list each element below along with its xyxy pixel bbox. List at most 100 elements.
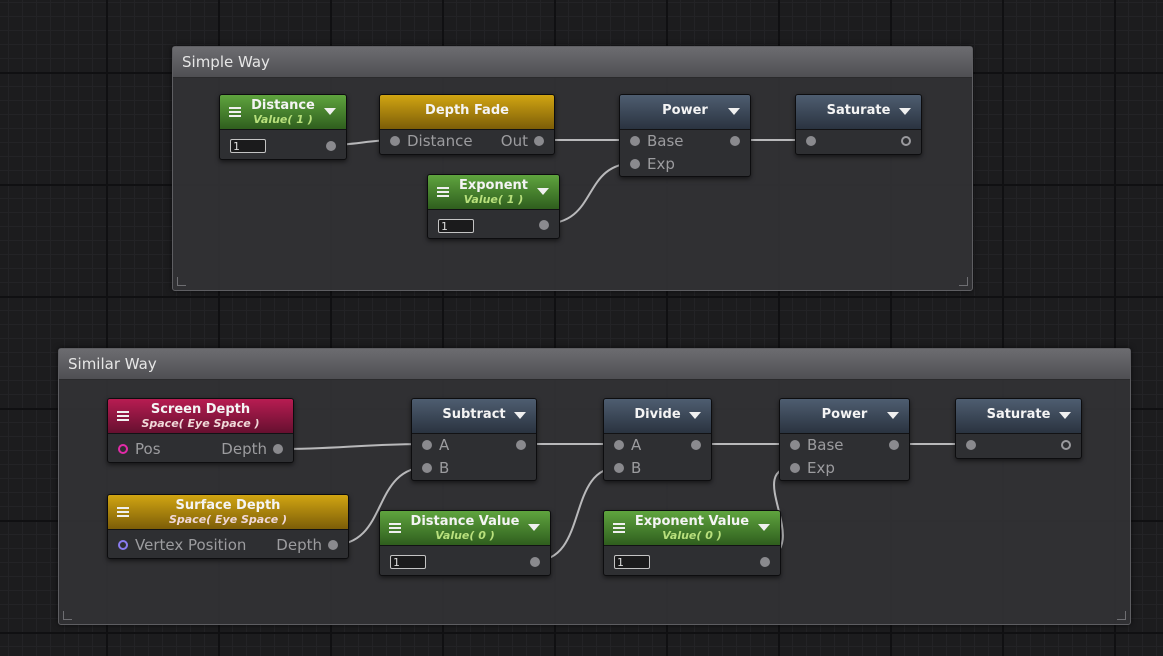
node-title: Divide [634, 407, 681, 422]
a-input-port[interactable] [422, 440, 432, 450]
node-header[interactable]: Surface Depth Space( Eye Space ) [108, 495, 348, 530]
port-label: Exp [807, 459, 835, 477]
b-input-port[interactable] [422, 463, 432, 473]
distance-value-node[interactable]: Distance Value Value( 0 ) [379, 510, 551, 576]
saturate-node[interactable]: Saturate [795, 94, 922, 155]
node-title: Surface Depth [175, 498, 281, 513]
resize-handle[interactable] [959, 277, 968, 286]
node-header[interactable]: Subtract [412, 399, 536, 434]
surface-depth-node[interactable]: Surface Depth Space( Eye Space ) Vertex … [107, 494, 349, 559]
output-port[interactable] [539, 220, 549, 230]
menu-icon[interactable] [437, 187, 449, 197]
node-subtitle: Space( Eye Space ) [168, 513, 288, 526]
exp-input-port[interactable] [630, 159, 640, 169]
node-header[interactable]: Power [620, 95, 750, 130]
output-port[interactable] [516, 440, 526, 450]
chevron-down-icon[interactable] [514, 412, 526, 419]
node-header[interactable]: Exponent Value( 1 ) [428, 175, 559, 210]
a-input-port[interactable] [614, 440, 624, 450]
output-port[interactable] [760, 557, 770, 567]
base-input-port[interactable] [790, 440, 800, 450]
resize-handle[interactable] [177, 277, 186, 286]
output-row [380, 552, 550, 572]
divide-node[interactable]: Divide A B [603, 398, 712, 481]
value-input[interactable] [614, 555, 650, 569]
saturate-node-2[interactable]: Saturate [955, 398, 1082, 459]
exponent-node[interactable]: Exponent Value( 1 ) [427, 174, 560, 239]
distance-node[interactable]: Distance Value( 1 ) [219, 94, 347, 160]
value-input[interactable] [438, 219, 474, 233]
port-row [956, 435, 1081, 455]
output-row [220, 136, 346, 156]
base-input-port[interactable] [630, 136, 640, 146]
output-port[interactable] [1061, 440, 1071, 450]
chevron-down-icon[interactable] [324, 108, 336, 115]
chevron-down-icon[interactable] [728, 108, 740, 115]
group-title[interactable]: Simple Way [173, 47, 972, 78]
screen-depth-node[interactable]: Screen Depth Space( Eye Space ) Pos Dept… [107, 398, 294, 463]
menu-icon[interactable] [613, 523, 625, 533]
node-header[interactable]: Exponent Value Value( 0 ) [604, 511, 780, 546]
input-port[interactable] [806, 136, 816, 146]
port-label: B [631, 459, 642, 477]
resize-handle[interactable] [63, 611, 72, 620]
output-port[interactable] [530, 557, 540, 567]
chevron-down-icon[interactable] [528, 524, 540, 531]
output-row [428, 215, 559, 235]
output-port[interactable] [326, 141, 336, 151]
port-label: Base [647, 132, 684, 150]
b-input-port[interactable] [614, 463, 624, 473]
output-port[interactable] [691, 440, 701, 450]
output-port[interactable] [889, 440, 899, 450]
subtract-node[interactable]: Subtract A B [411, 398, 537, 481]
node-title: Exponent [458, 178, 529, 193]
resize-handle[interactable] [1117, 611, 1126, 620]
depth-output-port[interactable] [273, 444, 283, 454]
group-similar-way[interactable]: Similar Way [58, 348, 1131, 625]
port-label: A [439, 436, 450, 454]
exp-input-port[interactable] [790, 463, 800, 473]
value-input[interactable] [390, 555, 426, 569]
depth-fade-node[interactable]: Depth Fade Distance Out [379, 94, 555, 155]
chevron-down-icon[interactable] [1059, 412, 1071, 419]
node-title: Depth Fade [425, 103, 509, 118]
power-node[interactable]: Power Base Exp [619, 94, 751, 177]
node-header[interactable]: Distance Value( 1 ) [220, 95, 346, 130]
node-subtitle: Space( Eye Space ) [141, 417, 260, 430]
chevron-down-icon[interactable] [689, 412, 701, 419]
vertex-position-input-port[interactable] [118, 540, 128, 550]
node-subtitle: Value( 1 ) [253, 113, 313, 126]
port-label: A [631, 436, 642, 454]
node-header[interactable]: Saturate [796, 95, 921, 130]
input-port[interactable] [966, 440, 976, 450]
group-title[interactable]: Similar Way [59, 349, 1130, 380]
out-output-port[interactable] [534, 136, 544, 146]
port-label: B [439, 459, 450, 477]
node-header[interactable]: Saturate [956, 399, 1081, 434]
exponent-value-node[interactable]: Exponent Value Value( 0 ) [603, 510, 781, 576]
menu-icon[interactable] [389, 523, 401, 533]
node-header[interactable]: Divide [604, 399, 711, 434]
node-header[interactable]: Power [780, 399, 909, 434]
distance-input-port[interactable] [390, 136, 400, 146]
group-simple-way[interactable]: Simple Way [172, 46, 973, 291]
output-port[interactable] [730, 136, 740, 146]
menu-icon[interactable] [117, 507, 129, 517]
chevron-down-icon[interactable] [899, 108, 911, 115]
port-row: B [412, 458, 536, 478]
menu-icon[interactable] [117, 411, 129, 421]
chevron-down-icon[interactable] [758, 524, 770, 531]
pos-input-port[interactable] [118, 444, 128, 454]
value-input[interactable] [230, 139, 266, 153]
power-node-2[interactable]: Power Base Exp [779, 398, 910, 481]
menu-icon[interactable] [229, 107, 241, 117]
node-header[interactable]: Depth Fade [380, 95, 554, 130]
depth-output-port[interactable] [328, 540, 338, 550]
chevron-down-icon[interactable] [887, 412, 899, 419]
output-port[interactable] [901, 136, 911, 146]
chevron-down-icon[interactable] [537, 188, 549, 195]
node-title: Saturate [826, 103, 891, 118]
node-header[interactable]: Distance Value Value( 0 ) [380, 511, 550, 546]
node-header[interactable]: Screen Depth Space( Eye Space ) [108, 399, 293, 434]
port-row: Distance Out [380, 131, 554, 151]
